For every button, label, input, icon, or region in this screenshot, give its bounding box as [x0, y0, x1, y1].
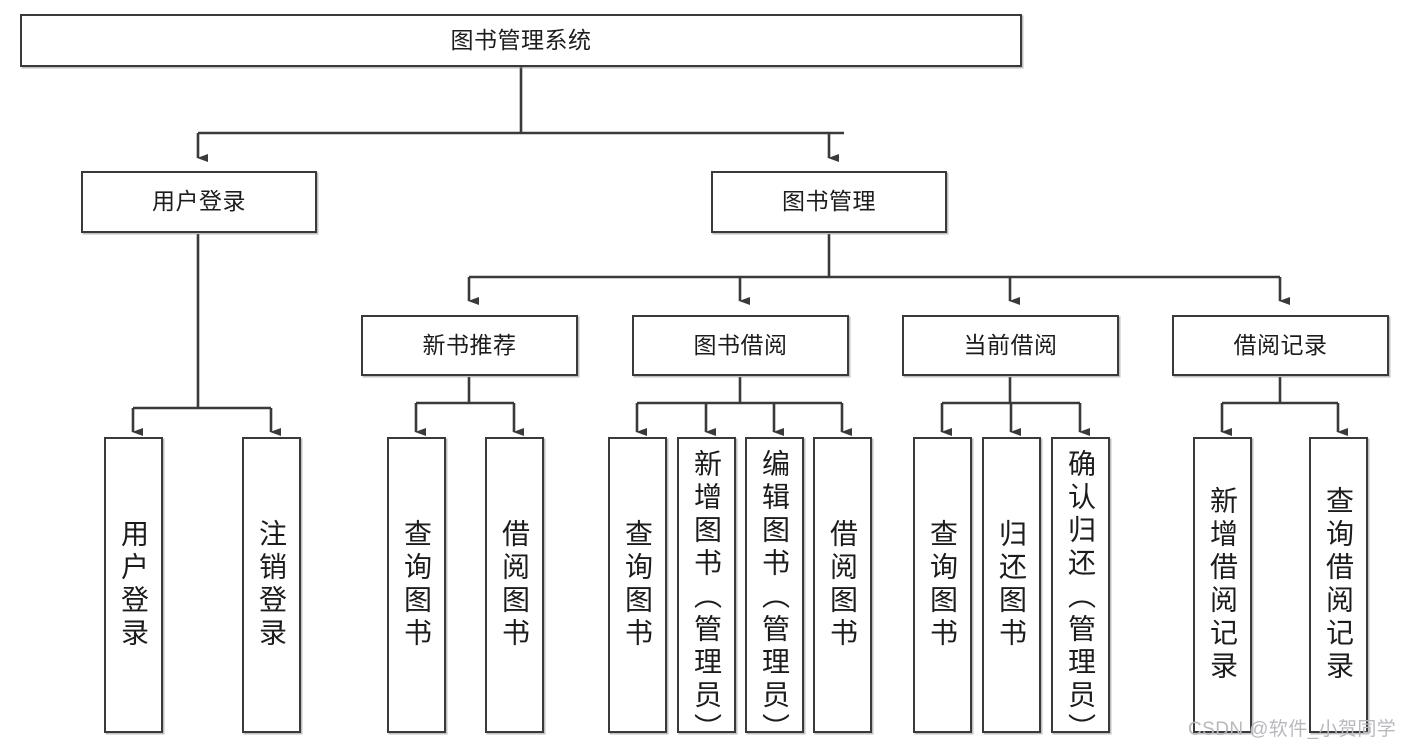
watermark-text: CSDN @软件_小贺同学 [1188, 719, 1397, 740]
node-label: 归还图书 [996, 519, 1028, 651]
node-label: 注销登录 [256, 519, 288, 651]
leaf-borrow-record-add-record[interactable]: 新增借阅记录 [1193, 437, 1252, 733]
node-label: 查询图书 [622, 519, 654, 651]
leaf-book-borrow-edit-book-admin[interactable]: 编辑图书（管理员） [745, 437, 804, 746]
node-current-borrow[interactable]: 当前借阅 [902, 315, 1119, 376]
node-new-book-recommend[interactable]: 新书推荐 [361, 315, 578, 376]
leaf-current-borrow-confirm-return-admin[interactable]: 确认归还（管理员） [1051, 437, 1110, 746]
node-label: 借阅图书 [827, 519, 859, 651]
leaf-book-borrow-borrow-book[interactable]: 借阅图书 [813, 437, 872, 733]
node-label: 用户登录 [118, 519, 150, 651]
leaf-new-book-query-book[interactable]: 查询图书 [387, 437, 446, 733]
node-book-management[interactable]: 图书管理 [711, 171, 947, 233]
node-label: 确认归还（管理员） [1065, 449, 1097, 746]
leaf-book-borrow-add-book-admin[interactable]: 新增图书（管理员） [677, 437, 736, 746]
node-borrow-record[interactable]: 借阅记录 [1172, 315, 1389, 376]
node-label: 新书推荐 [422, 331, 517, 358]
node-label: 借阅记录 [1233, 331, 1328, 358]
node-label: 图书借阅 [693, 331, 788, 358]
node-label: 当前借阅 [963, 331, 1058, 358]
leaf-new-book-borrow-book[interactable]: 借阅图书 [485, 437, 544, 733]
node-label: 查询借阅记录 [1323, 486, 1355, 684]
node-label: 借阅图书 [499, 519, 531, 651]
node-user-login[interactable]: 用户登录 [81, 171, 317, 233]
node-root-book-management-system[interactable]: 图书管理系统 [20, 14, 1022, 67]
leaf-current-borrow-query-book[interactable]: 查询图书 [913, 437, 972, 733]
leaf-user-login-logout[interactable]: 注销登录 [242, 437, 301, 733]
node-book-borrow[interactable]: 图书借阅 [632, 315, 849, 376]
leaf-current-borrow-return-book[interactable]: 归还图书 [982, 437, 1041, 733]
node-label: 新增图书（管理员） [691, 449, 723, 746]
node-label: 查询图书 [927, 519, 959, 651]
leaf-book-borrow-query-book[interactable]: 查询图书 [608, 437, 667, 733]
node-label: 编辑图书（管理员） [759, 449, 791, 746]
leaf-user-login-login[interactable]: 用户登录 [104, 437, 163, 733]
leaf-borrow-record-query-record[interactable]: 查询借阅记录 [1309, 437, 1368, 733]
node-label: 查询图书 [401, 519, 433, 651]
node-label: 图书管理系统 [450, 26, 592, 53]
node-label: 新增借阅记录 [1207, 486, 1239, 684]
node-label: 用户登录 [152, 188, 246, 215]
node-label: 图书管理 [782, 188, 876, 215]
